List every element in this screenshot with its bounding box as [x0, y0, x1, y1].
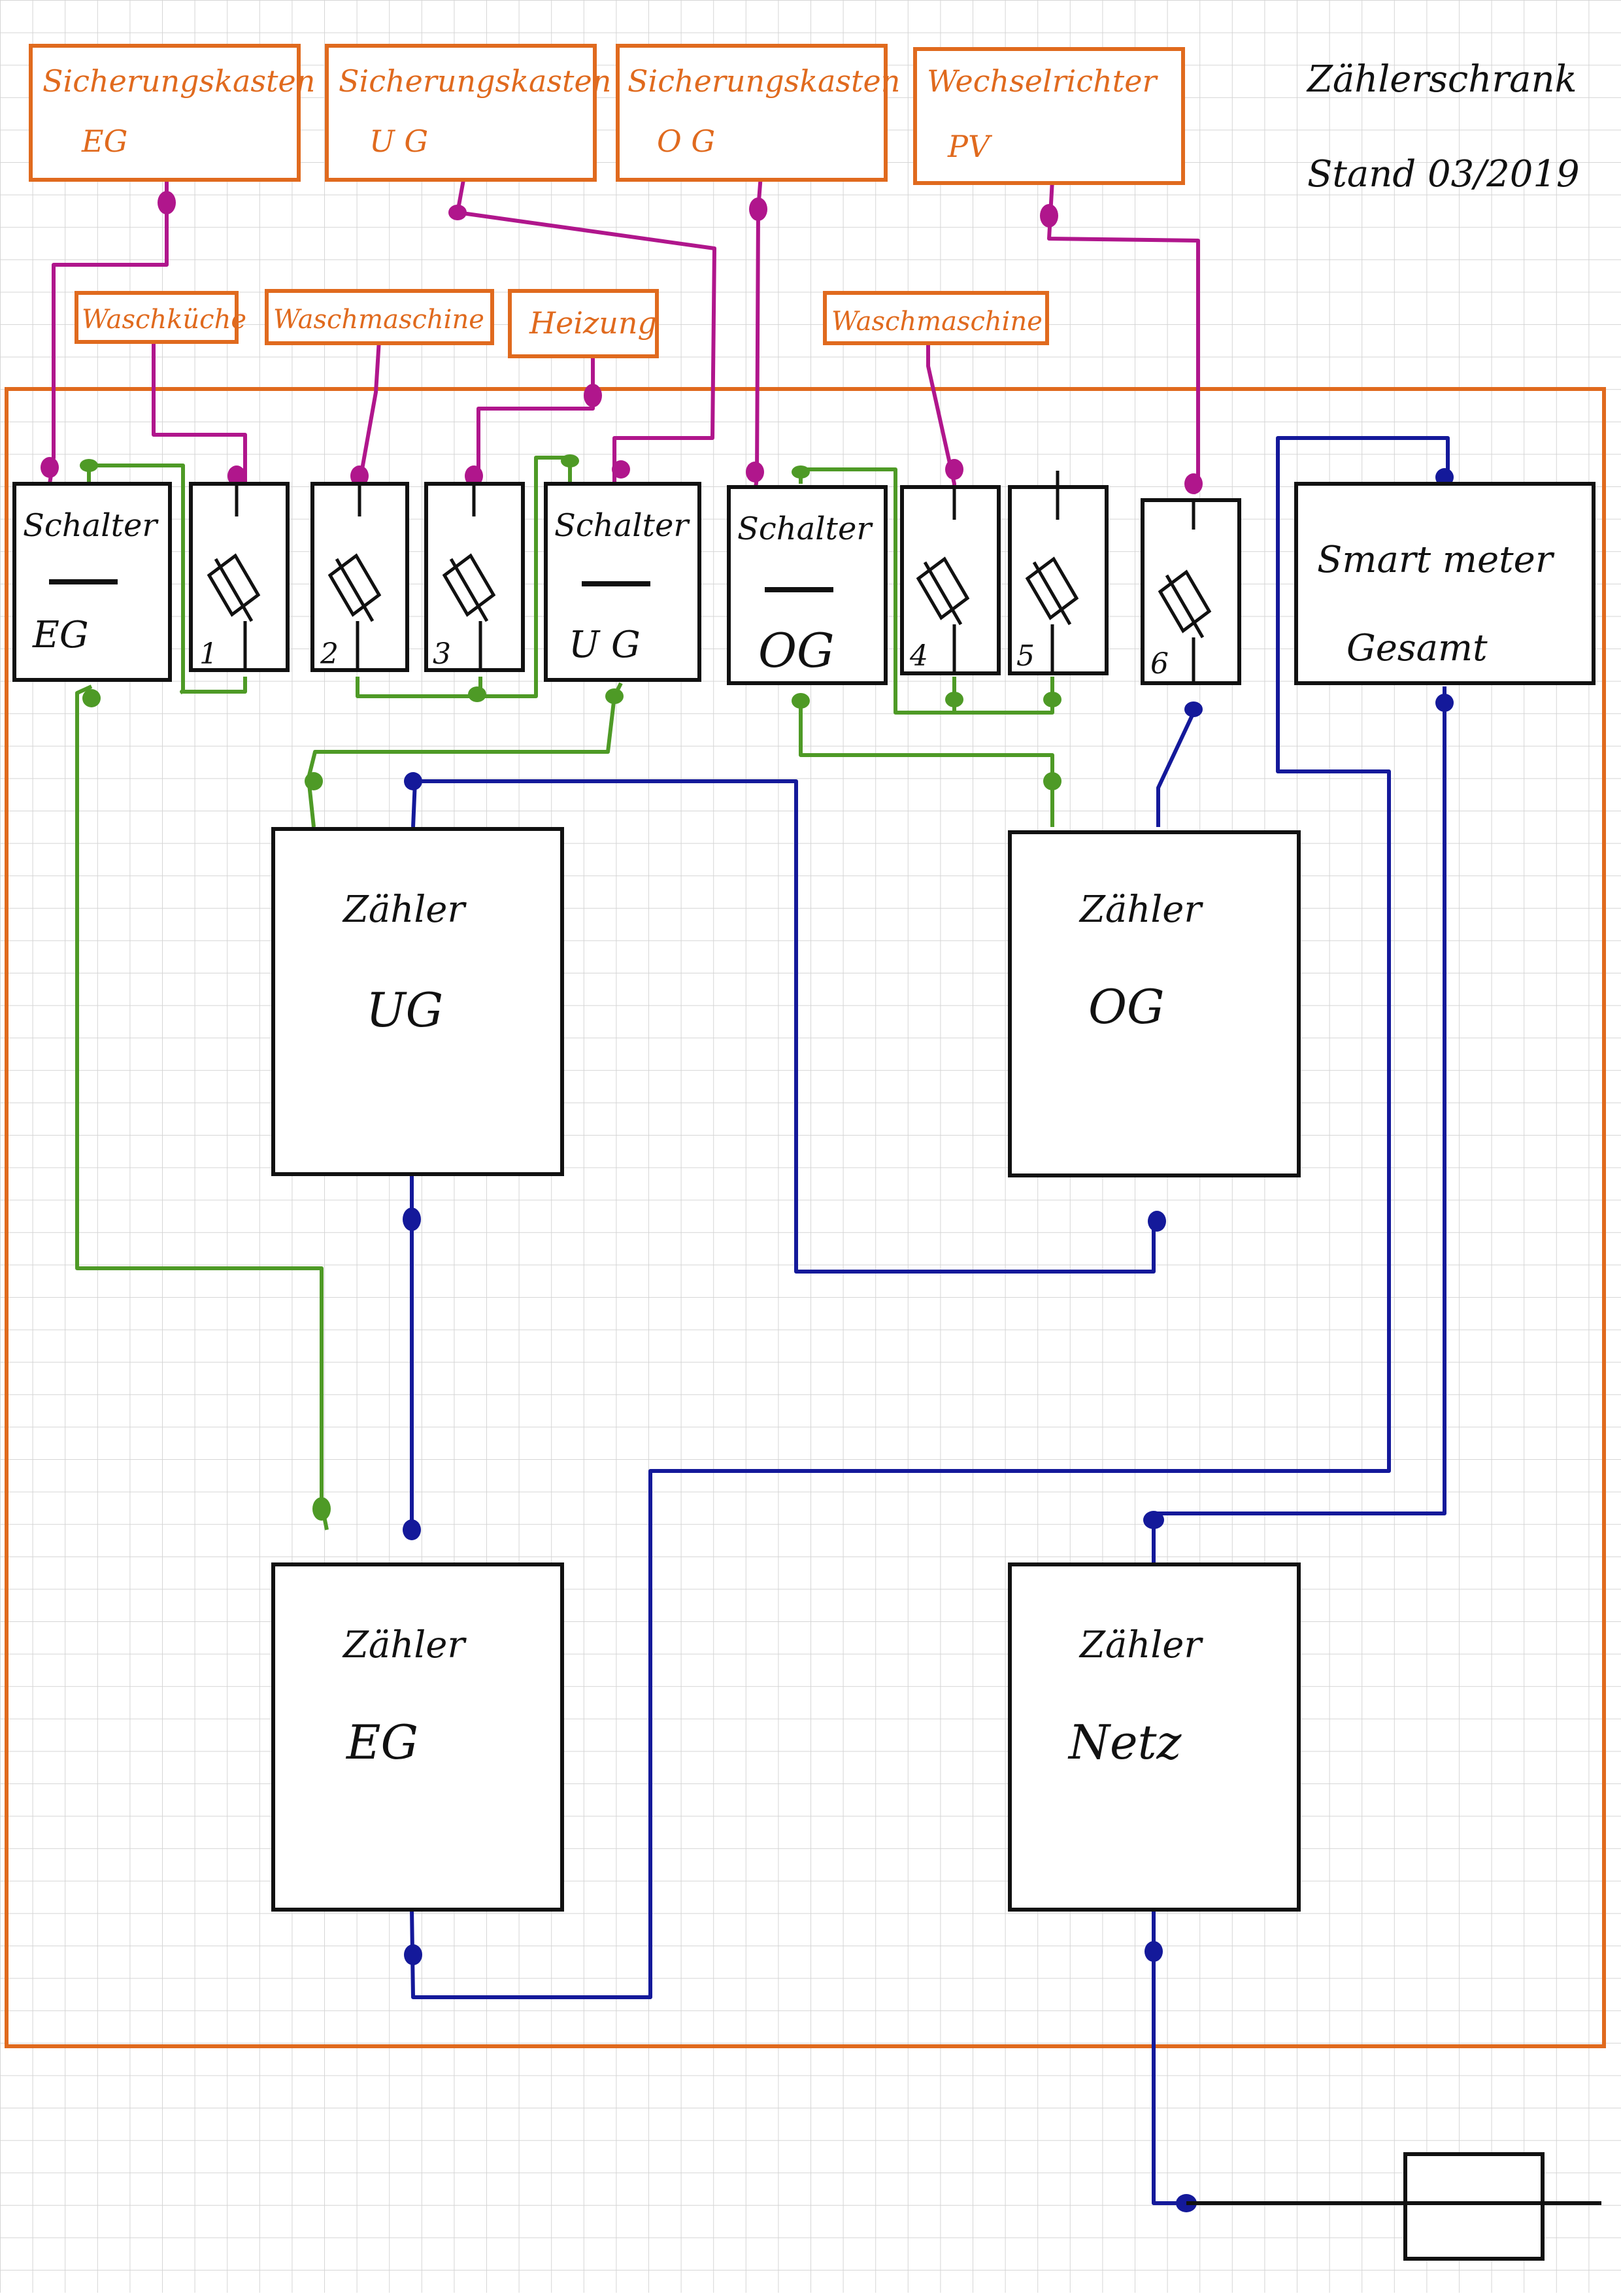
circuit-label-waschkueche: Waschküche — [75, 291, 246, 344]
circuit-label-waschmaschine-2: Waschmaschine — [823, 291, 1049, 345]
svg-text:O G: O G — [657, 124, 715, 159]
svg-text:2: 2 — [320, 637, 339, 671]
svg-text:5: 5 — [1016, 639, 1035, 673]
breaker-1: 1 — [189, 482, 290, 672]
switched-dots — [80, 454, 1061, 1521]
svg-text:Sicherungskasten: Sicherungskasten — [339, 63, 611, 99]
meter-ug: Zähler UG — [271, 827, 564, 1176]
svg-text:OG: OG — [758, 623, 835, 678]
wire-og-breaker5 — [954, 677, 1054, 715]
page-title: Zählerschrank — [1306, 58, 1577, 101]
svg-text:4: 4 — [909, 639, 928, 673]
meter-og: Zähler OG — [1008, 830, 1301, 1177]
svg-text:OG: OG — [1088, 979, 1165, 1034]
svg-text:Wechselrichter: Wechselrichter — [927, 63, 1158, 99]
source-box-pv: Wechselrichter PV — [913, 47, 1185, 185]
svg-text:Smart meter: Smart meter — [1317, 539, 1555, 581]
svg-text:Waschküche: Waschküche — [82, 305, 246, 335]
wire-waschmaschine-1 — [358, 339, 381, 484]
breaker-6: 6 — [1141, 498, 1241, 685]
switch-ug: Schalter U G — [544, 482, 701, 682]
svg-text:Sicherungskasten: Sicherungskasten — [42, 63, 315, 99]
source-dots — [41, 191, 1203, 494]
main-fuse — [1186, 2152, 1601, 2261]
wire-smartmeter-netz — [1152, 686, 1446, 1562]
svg-text:Waschmaschine: Waschmaschine — [831, 307, 1043, 337]
source-box-sk-ug: Sicherungskasten U G — [325, 44, 611, 182]
svg-text:PV: PV — [947, 129, 993, 164]
svg-text:U G: U G — [369, 124, 428, 159]
breaker-5: 5 — [1008, 471, 1109, 675]
breaker-3: 3 — [424, 482, 525, 672]
svg-text:Zähler: Zähler — [342, 888, 467, 931]
source-box-sk-og: Sicherungskasten O G — [616, 44, 900, 182]
page-date: Stand 03/2019 — [1307, 153, 1580, 195]
svg-text:EG: EG — [32, 614, 89, 656]
cabinet-enclosure — [5, 387, 1606, 2048]
svg-text:EG: EG — [81, 124, 127, 159]
svg-text:Waschmaschine: Waschmaschine — [273, 305, 484, 335]
svg-text:Netz: Netz — [1067, 1715, 1182, 1770]
svg-text:Gesamt: Gesamt — [1346, 627, 1488, 669]
wire-og-to-zaehler — [799, 700, 1054, 827]
svg-text:3: 3 — [433, 637, 451, 671]
smart-meter-gesamt: Smart meter Gesamt — [1294, 482, 1596, 685]
svg-text:6: 6 — [1150, 647, 1169, 681]
wire-eg-breaker1 — [181, 465, 247, 694]
wire-eg-return — [410, 436, 1450, 1999]
svg-text:1: 1 — [199, 637, 218, 671]
meter-eg: Zähler EG — [271, 1562, 564, 1912]
svg-text:Zähler: Zähler — [1078, 1624, 1203, 1666]
svg-text:Heizung: Heizung — [529, 305, 657, 341]
meter-netz: Zähler Netz — [1008, 1562, 1301, 1912]
svg-text:Schalter: Schalter — [554, 507, 690, 544]
svg-text:Schalter: Schalter — [23, 507, 159, 544]
svg-text:Zähler: Zähler — [1078, 888, 1203, 931]
switch-eg: Schalter EG — [12, 482, 172, 682]
breaker-4: 4 — [900, 485, 1001, 675]
svg-text:Schalter: Schalter — [737, 511, 873, 547]
svg-text:EG: EG — [345, 1715, 418, 1770]
breaker-2: 2 — [310, 482, 409, 672]
svg-text:Zähler: Zähler — [342, 1624, 467, 1666]
source-box-sk-eg: Sicherungskasten EG — [29, 44, 315, 182]
svg-text:U G: U G — [569, 624, 641, 666]
svg-text:UG: UG — [366, 983, 443, 1038]
circuit-label-heizung: Heizung — [508, 289, 659, 358]
circuit-label-waschmaschine-1: Waschmaschine — [265, 289, 494, 345]
svg-text:Sicherungskasten: Sicherungskasten — [627, 63, 900, 99]
switch-og: Schalter OG — [727, 485, 888, 685]
